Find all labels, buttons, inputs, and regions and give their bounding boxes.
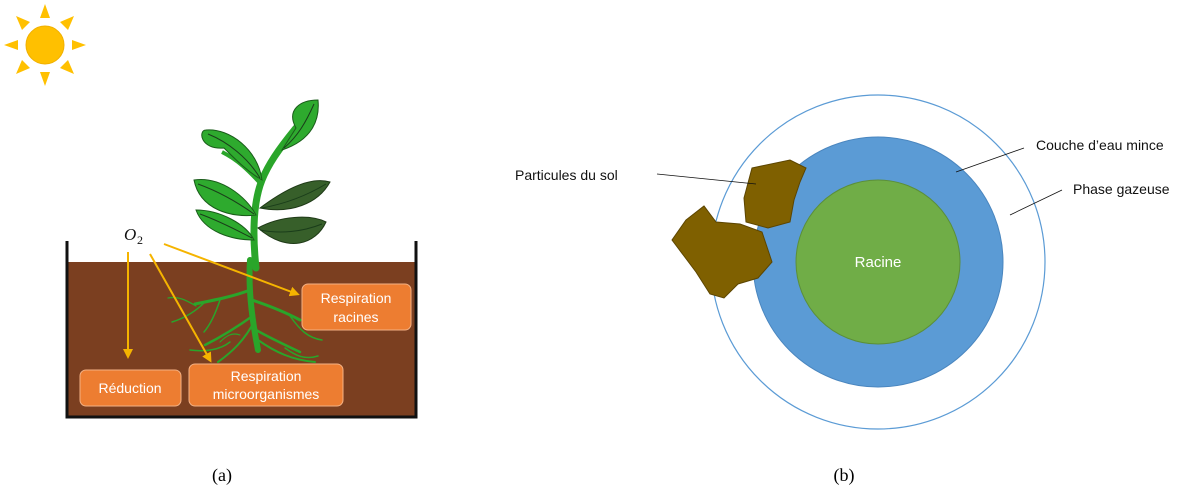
box-respiration-racines: Respiration racines: [301, 283, 412, 331]
arrow-to-microorganisms: [149, 253, 212, 363]
box-respiration-micro: Respiration microorganismes: [188, 363, 344, 407]
sun-icon: [4, 4, 86, 86]
soil-particles: [671, 159, 807, 299]
oxygen-arrows: [123, 243, 300, 363]
caption-b: (b): [834, 465, 855, 486]
root-circle: [795, 179, 961, 345]
plant-leaves: [193, 99, 331, 244]
box-reduction: Réduction: [79, 369, 182, 407]
plant: [167, 99, 331, 363]
box-respiration-micro-line1: Respiration: [231, 368, 302, 384]
label-particules-du-sol: Particules du sol: [515, 167, 618, 183]
box-respiration-micro-line2: microorganismes: [213, 386, 320, 402]
oxygen-symbol: O: [124, 225, 136, 244]
soil-particle-2: [671, 205, 773, 299]
oxygen-label: O 2: [124, 225, 143, 247]
plant-roots: [167, 257, 323, 363]
box-respiration-racines-line2: racines: [333, 309, 378, 325]
arrow-to-roots: [163, 243, 300, 297]
caption-a: (a): [212, 465, 232, 486]
label-couche-eau-mince: Couche d’eau mince: [1036, 137, 1164, 153]
root-label: Racine: [855, 254, 902, 271]
leader-lines: [656, 147, 1063, 216]
box-respiration-racines-line1: Respiration: [321, 290, 392, 306]
label-phase-gazeuse: Phase gazeuse: [1073, 181, 1170, 197]
box-reduction-text: Réduction: [98, 380, 161, 396]
soil-particle-1: [743, 159, 807, 229]
oxygen-subscript: 2: [137, 233, 143, 247]
